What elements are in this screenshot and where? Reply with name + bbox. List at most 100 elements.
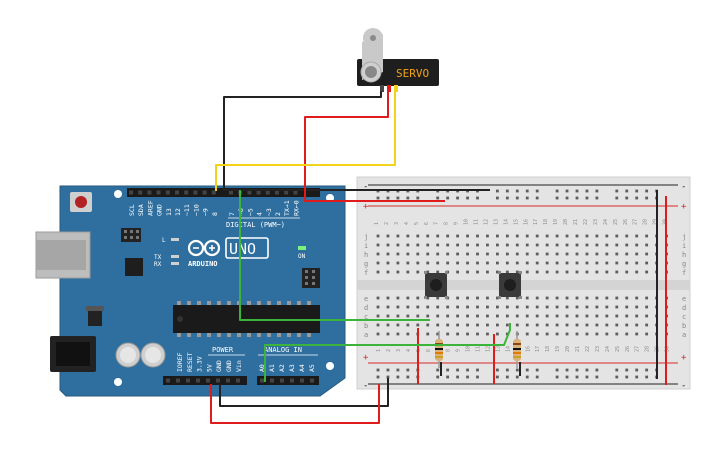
row-letter-left-a: a (364, 331, 368, 339)
analog-header (257, 376, 319, 385)
power-header (163, 376, 247, 385)
breadboard-column-numbers: 1122334455667788991010111112121313141415… (374, 219, 671, 352)
digital-pin-label-12: ~5 (246, 208, 254, 216)
usb-chip (125, 258, 143, 276)
wire-servo-signal[interactable] (215, 91, 396, 191)
wire-servo-ground[interactable] (223, 91, 490, 191)
column-number-top-15: 15 (513, 219, 519, 225)
row-letter-left-g: g (364, 260, 368, 268)
column-number-bottom-1: 1 (376, 349, 382, 352)
servo-motor[interactable]: SERVO (357, 28, 439, 92)
column-number-bottom-14: 14 (505, 346, 511, 352)
column-number-top-24: 24 (603, 219, 609, 225)
digital-pin-label-13: 4 (256, 212, 264, 216)
l-led-label: L (162, 237, 166, 244)
rail-minus-top-right: - (681, 182, 686, 192)
column-number-top-1: 1 (374, 222, 380, 225)
analog-pin-label-5: A5 (308, 364, 316, 372)
column-number-top-22: 22 (583, 219, 589, 225)
column-number-bottom-24: 24 (605, 346, 611, 352)
column-number-bottom-11: 11 (476, 346, 482, 352)
row-letter-right-e: e (682, 295, 686, 303)
column-number-top-5: 5 (414, 222, 420, 225)
digital-pin-label-6: ~11 (183, 204, 191, 216)
digital-pin-label-4: 13 (165, 208, 173, 216)
uno-badge (225, 237, 269, 259)
column-number-top-16: 16 (523, 219, 529, 225)
analog-pin-label-3: A3 (288, 364, 296, 372)
icsp-header (302, 268, 320, 288)
wires (210, 91, 667, 424)
column-number-top-10: 10 (464, 219, 470, 225)
rail-minus-bottom-left: - (363, 381, 368, 391)
analog-header-label: ANALOG IN (264, 346, 302, 354)
digital-pin-label-2: AREF (146, 200, 154, 216)
digital-pin-label-8: ~9 (202, 208, 210, 216)
resistor-2[interactable] (513, 331, 521, 368)
digital-pin-label-14: ~3 (265, 208, 273, 216)
column-number-top-9: 9 (454, 222, 460, 225)
l-led (171, 238, 179, 241)
column-number-bottom-23: 23 (595, 346, 601, 352)
analog-pin-label-1: A1 (268, 364, 276, 372)
row-letter-left-b: b (364, 322, 368, 330)
column-number-bottom-16: 16 (525, 346, 531, 352)
rail-plus-bottom-right: + (681, 353, 687, 363)
power-pin-label-2: 3.3V (196, 356, 204, 372)
analog-pin-label-4: A4 (298, 364, 306, 372)
power-pin-label-6: Vin (235, 360, 243, 372)
reset-button[interactable] (70, 192, 92, 212)
arduino-wordmark: ARDUINO (188, 260, 218, 268)
analog-pin-label-2: A2 (278, 364, 286, 372)
wire-button1-pin[interactable] (239, 190, 430, 321)
wire-arduino-5v[interactable] (210, 384, 380, 424)
column-number-bottom-3: 3 (396, 349, 402, 352)
digital-pin-label-17: RX←0 (292, 200, 300, 216)
rail-minus-bottom-right: - (681, 381, 686, 391)
row-letter-left-j: j (364, 233, 368, 241)
column-number-top-23: 23 (593, 219, 599, 225)
row-letter-left-e: e (364, 295, 368, 303)
column-number-bottom-25: 25 (615, 346, 621, 352)
wire-arduino-ground[interactable] (219, 378, 389, 407)
digital-pin-label-1: SDA (137, 204, 145, 216)
rail-plus-bottom-left: + (363, 353, 369, 363)
row-letter-right-g: g (682, 260, 686, 268)
column-number-top-28: 28 (643, 219, 649, 225)
row-letter-left-c: c (364, 313, 368, 321)
column-number-bottom-26: 26 (625, 346, 631, 352)
column-number-top-3: 3 (394, 222, 400, 225)
column-number-bottom-18: 18 (545, 346, 551, 352)
wire-button2-pin[interactable] (264, 323, 511, 382)
column-number-top-26: 26 (623, 219, 629, 225)
column-number-bottom-21: 21 (575, 346, 581, 352)
digital-pin-label-7: ~10 (192, 204, 200, 216)
column-number-top-11: 11 (474, 219, 480, 225)
column-number-top-8: 8 (444, 222, 450, 225)
digital-pin-label-16: TX→1 (283, 200, 291, 216)
column-number-top-25: 25 (613, 219, 619, 225)
power-pin-label-4: GND (215, 360, 223, 372)
digital-header (127, 188, 320, 197)
tx-led (171, 255, 179, 258)
column-number-top-12: 12 (483, 219, 489, 225)
column-number-top-6: 6 (424, 222, 430, 225)
power-pin-label-3: 5V (205, 364, 213, 372)
column-number-top-29: 29 (653, 219, 659, 225)
pushbutton-2[interactable] (498, 271, 522, 299)
row-letter-right-c: c (682, 313, 686, 321)
row-letter-left-d: d (364, 304, 368, 312)
column-number-top-2: 2 (384, 222, 390, 225)
row-letter-right-b: b (682, 322, 686, 330)
row-letter-left-h: h (364, 251, 368, 259)
on-led (298, 246, 306, 250)
column-number-bottom-13: 13 (495, 346, 501, 352)
rx-led (171, 262, 179, 265)
column-number-bottom-6: 6 (426, 349, 432, 352)
wire-servo-power[interactable] (304, 91, 445, 202)
row-letter-left-i: i (364, 242, 368, 250)
pushbutton-1[interactable] (424, 271, 448, 299)
